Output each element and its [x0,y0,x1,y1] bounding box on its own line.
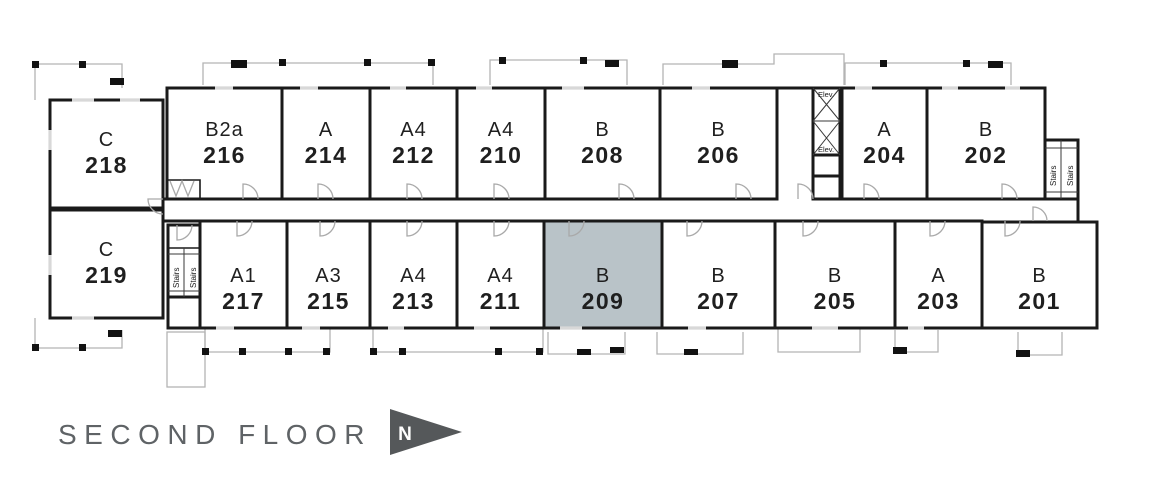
unit-number: 205 [813,287,857,314]
unit-212[interactable]: A4 212 [370,88,457,199]
unit-number: 219 [85,262,128,289]
unit-219[interactable]: C 219 [50,210,163,318]
unit-number: 217 [222,287,265,314]
unit-number: 216 [203,141,246,168]
balcony-posts [32,57,1030,357]
unit-209[interactable]: B 209 [544,221,662,343]
unit-type: B2a [205,118,244,141]
unit-number: 212 [392,141,435,168]
unit-number: 204 [863,141,906,168]
unit-type: A1 [230,264,257,287]
unit-203[interactable]: A 203 [895,221,982,343]
unit-type: A [877,118,892,141]
unit-216[interactable]: B2a 216 [167,88,282,199]
unit-type: A4 [487,264,514,287]
unit-type: B [711,264,726,287]
unit-number: 209 [581,287,625,314]
unit-number: 207 [697,287,740,314]
unit-number: 203 [917,287,960,314]
unit-type: B [827,264,843,287]
unit-number: 208 [581,141,624,168]
unit-type: B [595,118,610,141]
unit-number: 214 [304,141,348,168]
unit-type: A4 [400,264,427,287]
doors [147,179,1048,241]
unit-type: C [98,239,115,262]
unit-213[interactable]: A4 213 [370,221,457,343]
stairs-label: Stairs [189,268,198,288]
elevator-core: Elev. Elev. [812,87,841,156]
elevator-label-top: Elev. [818,90,834,99]
stairs-label: Stairs [172,268,181,288]
north-arrow-icon [390,409,462,455]
unit-210[interactable]: A4 210 [457,88,545,199]
north-label: N [398,424,412,445]
unit-number: 218 [85,152,128,179]
unit-type: B [1032,264,1047,287]
unit-type: A [931,264,946,287]
unit-type: B [711,118,726,141]
unit-218[interactable]: C 218 [50,100,163,208]
unit-number: 206 [697,141,740,168]
unit-type: A4 [400,118,427,141]
unit-type: B [978,118,994,141]
stairwell-east: Stairs Stairs [1045,140,1078,199]
unit-number: 202 [964,141,1008,168]
unit-number: 201 [1018,287,1061,314]
unit-type: A [318,118,334,141]
unit-207[interactable]: B 207 [662,221,775,343]
elevator-label-bottom: Elev. [818,145,834,154]
unit-215[interactable]: A3 215 [287,221,370,343]
unit-201[interactable]: B 201 [982,221,1097,343]
unit-214[interactable]: A 214 [282,88,370,199]
unit-number: 213 [392,287,435,314]
unit-206[interactable]: B 206 [660,88,777,199]
stairwell-west: Stairs Stairs [168,248,200,297]
unit-209-highlight [544,221,662,328]
unit-202[interactable]: B 202 [927,88,1045,199]
unit-217[interactable]: A1 217 [200,221,287,343]
unit-type: C [98,129,115,152]
unit-204[interactable]: A 204 [842,88,927,199]
unit-208[interactable]: B 208 [545,88,660,199]
unit-205[interactable]: B 205 [775,221,895,343]
unit-number: 211 [479,287,522,314]
floor-title: SECOND FLOOR [58,419,373,450]
north-compass: N [390,409,462,455]
window-marks [48,86,1020,330]
unit-number: 215 [307,287,350,314]
unit-type: B [595,264,611,287]
unit-type: A4 [487,118,515,141]
stairs-label: Stairs [1066,166,1075,186]
stairs-label: Stairs [1049,166,1058,186]
unit-type: A3 [315,264,342,287]
unit-211[interactable]: A4 211 [457,221,544,343]
unit-number: 210 [479,141,523,168]
